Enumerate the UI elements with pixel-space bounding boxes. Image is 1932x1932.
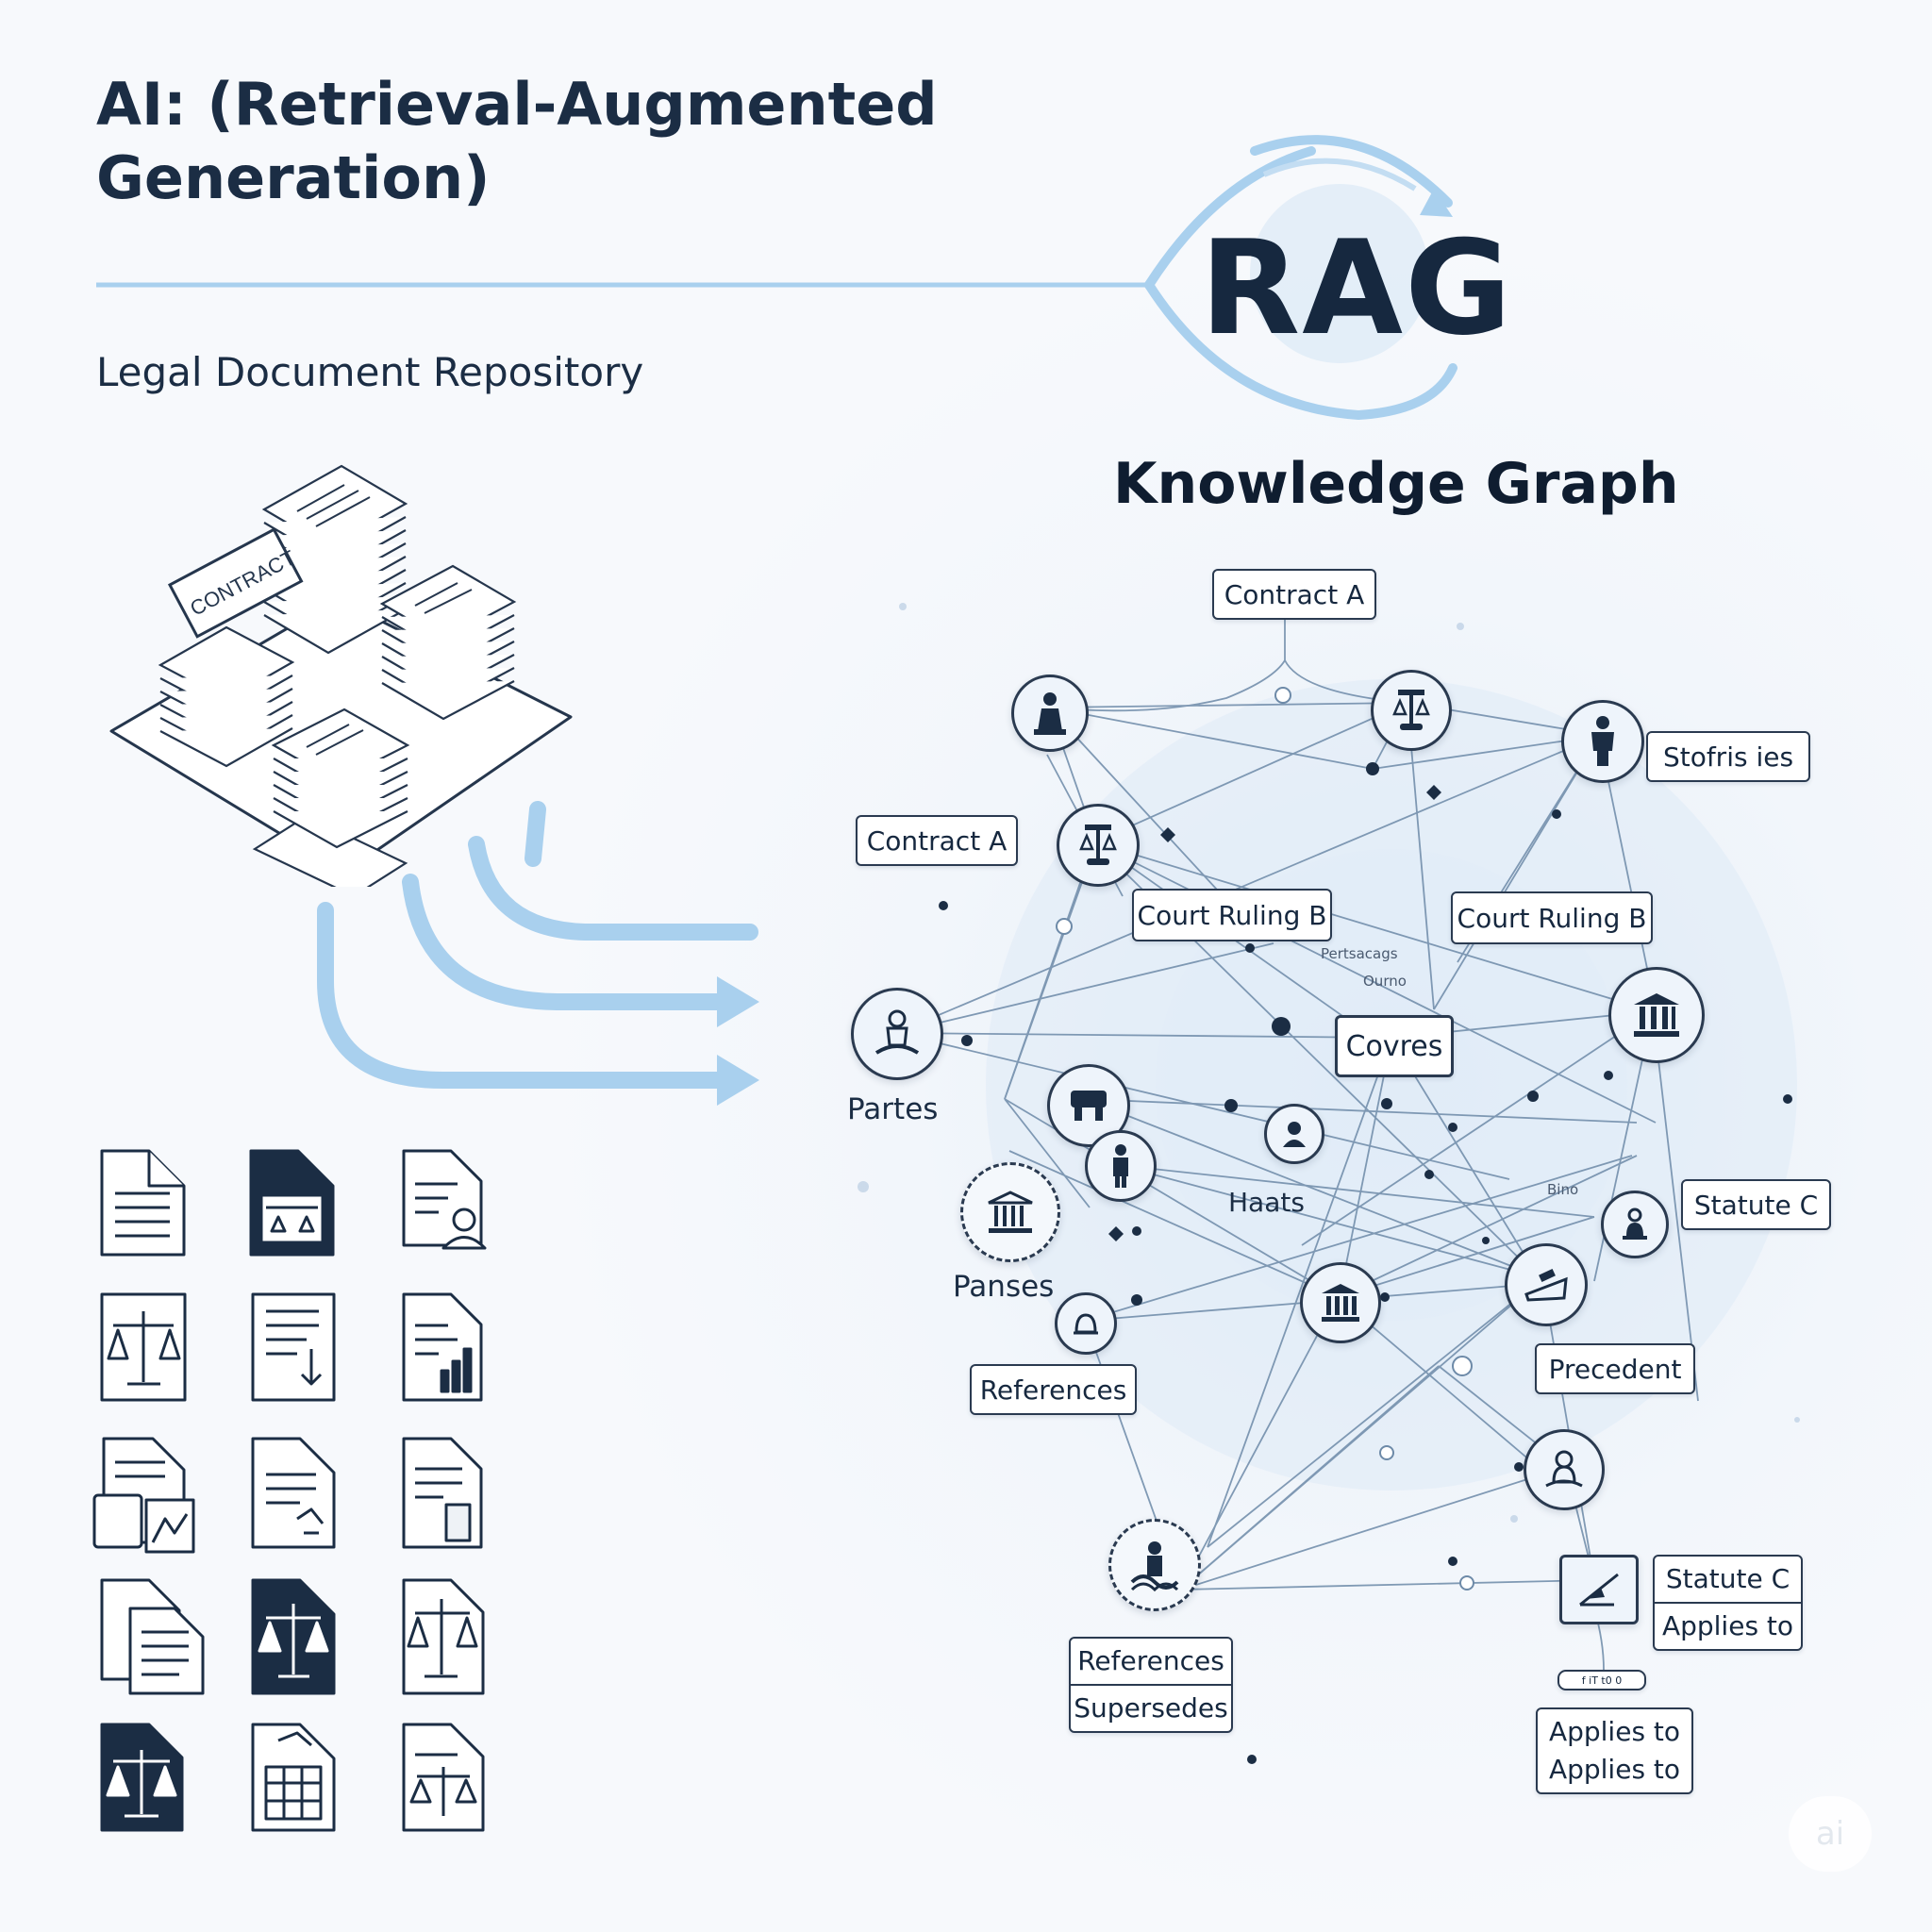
- repository-label: Legal Document Repository: [96, 349, 644, 395]
- watermark-logo: ai: [1789, 1796, 1872, 1872]
- supersedes-label: Supersedes: [1071, 1684, 1231, 1731]
- dark-scales-icon: [100, 1723, 184, 1832]
- statute-c-bottom-label: Statute C: [1665, 1563, 1790, 1594]
- seated-person-node-icon[interactable]: [1601, 1191, 1669, 1258]
- bench-node-icon[interactable]: [1047, 1064, 1130, 1147]
- references-mid-box[interactable]: References: [970, 1364, 1137, 1415]
- parties-node-icon[interactable]: [851, 988, 943, 1080]
- precedent-box[interactable]: Precedent: [1535, 1343, 1695, 1394]
- document-icons-grid: [92, 1149, 487, 1832]
- document-download-icon: [251, 1292, 336, 1402]
- dark-document-scales-icon: [251, 1578, 336, 1695]
- document-seal-icon: [402, 1437, 483, 1549]
- library-node-icon[interactable]: [1300, 1262, 1381, 1343]
- documents-image-icon: [92, 1437, 195, 1554]
- person-node-icon[interactable]: [1561, 700, 1644, 783]
- title-line-2: Generation): [96, 143, 491, 212]
- court-ruling-b-box-1[interactable]: Court Ruling B: [1132, 889, 1332, 941]
- statute-c-right-box[interactable]: Statute C: [1681, 1179, 1831, 1230]
- document-recycle-icon: [251, 1437, 336, 1549]
- applies-to-label-1: Applies to: [1655, 1602, 1801, 1649]
- person-bust-node-icon[interactable]: [1264, 1104, 1324, 1164]
- page-title: AI: (Retrieval-Augmented Generation): [96, 68, 938, 215]
- meditating-person-node-icon[interactable]: [1524, 1429, 1605, 1510]
- standing-person-node-icon[interactable]: [1085, 1130, 1157, 1202]
- scales-icon: [100, 1292, 187, 1402]
- contract-a-left-box[interactable]: Contract A: [856, 815, 1018, 866]
- small-label-3: Bino: [1547, 1181, 1579, 1198]
- document-scales-small-icon: [402, 1723, 485, 1832]
- document-icon: [100, 1149, 186, 1257]
- document-calendar-icon: [251, 1723, 336, 1832]
- gavel-node-icon[interactable]: [1505, 1243, 1588, 1326]
- small-label-2: Ourno: [1363, 973, 1407, 990]
- references-supersedes-box[interactable]: References Supersedes: [1069, 1637, 1233, 1733]
- statute-c-applies-box[interactable]: Statute C Applies to: [1653, 1555, 1803, 1651]
- documents-stack-icon: [100, 1578, 205, 1695]
- small-label-1: Pertsacags: [1321, 945, 1398, 962]
- partes-label: Partes: [847, 1092, 939, 1126]
- small-tag-text: f iT t0 0: [1581, 1674, 1623, 1687]
- judge-node-icon[interactable]: [1011, 675, 1089, 752]
- panses-label: Panses: [953, 1270, 1055, 1304]
- document-stack-illustration: CONTRACT: [109, 464, 573, 887]
- references-bottom-label: References: [1077, 1645, 1224, 1676]
- rag-label: RAG: [1200, 212, 1514, 364]
- knowledge-graph-title: Knowledge Graph: [1113, 451, 1679, 517]
- applies-to-label-2: Applies to: [1548, 1716, 1681, 1747]
- header-rule-and-rag-emblem: [96, 135, 1457, 421]
- document-scales-outline-icon: [402, 1578, 485, 1695]
- small-tag-box: f iT t0 0: [1557, 1670, 1646, 1690]
- bell-node-icon[interactable]: [1055, 1292, 1117, 1355]
- stofris-ies-box[interactable]: Stofris ies: [1646, 731, 1810, 782]
- justice-figure-node-icon[interactable]: [1108, 1519, 1201, 1611]
- document-scales-icon: [249, 1149, 335, 1257]
- flow-arrows: [317, 801, 759, 1106]
- document-person-icon: [402, 1149, 487, 1250]
- pen-document-node-icon[interactable]: [1559, 1555, 1639, 1624]
- court-building-node-icon[interactable]: [1608, 967, 1705, 1063]
- document-chart-icon: [402, 1292, 483, 1402]
- courthouse-outline-node-icon[interactable]: [960, 1162, 1060, 1262]
- scales-node-icon[interactable]: [1371, 670, 1452, 751]
- haats-label: Haats: [1228, 1187, 1305, 1218]
- scales-small-node-icon[interactable]: [1057, 804, 1140, 887]
- contract-a-top-box[interactable]: Contract A: [1212, 569, 1376, 620]
- covres-box[interactable]: Covres: [1335, 1015, 1454, 1077]
- applies-to-double-box[interactable]: Applies to Applies to: [1536, 1707, 1693, 1794]
- court-ruling-b-box-2[interactable]: Court Ruling B: [1451, 891, 1653, 944]
- applies-to-label-3: Applies to: [1548, 1754, 1681, 1785]
- title-line-1: AI: (Retrieval-Augmented: [96, 70, 938, 139]
